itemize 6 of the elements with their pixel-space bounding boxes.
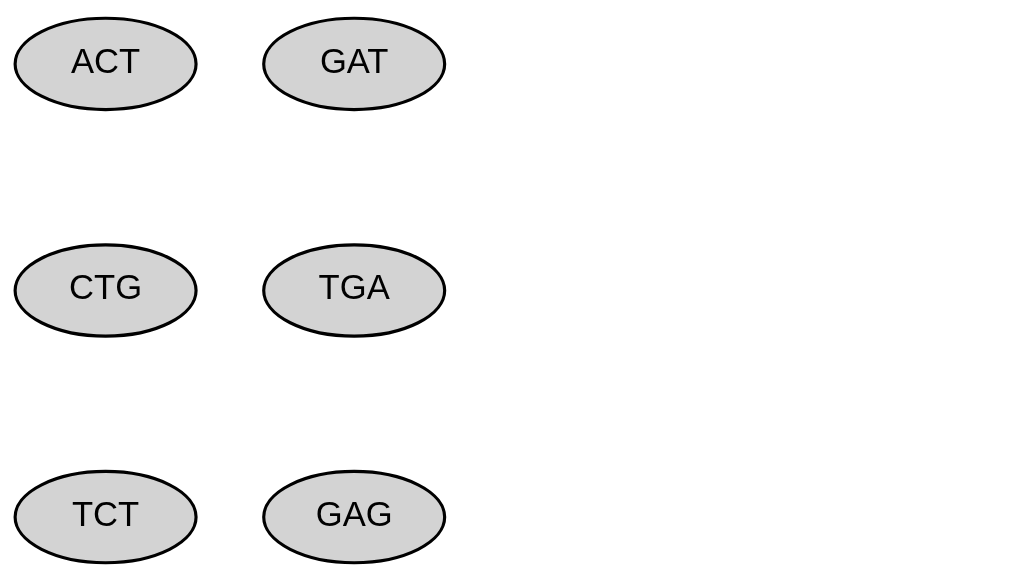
node-ellipse: TGA [262, 242, 447, 338]
node-ellipse: GAT [262, 16, 447, 111]
node-ellipse: ACT [13, 16, 198, 111]
node-ellipse: TCT [13, 469, 198, 564]
node-ellipse: CTG [13, 242, 198, 338]
node-ellipse: GAG [262, 469, 447, 564]
